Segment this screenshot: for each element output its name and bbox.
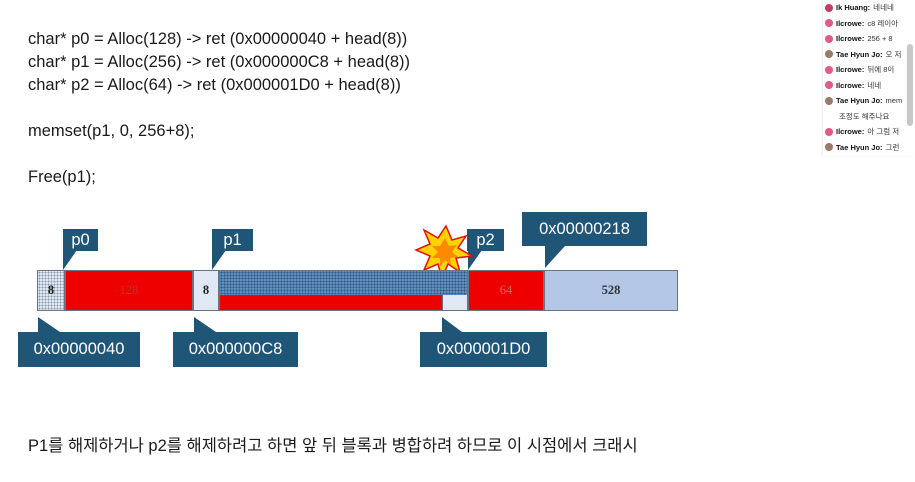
label-p2: p2: [467, 229, 504, 251]
code-line-free: Free(p1);: [28, 168, 96, 186]
pointer-addr-p0: [38, 317, 60, 332]
user-avatar-icon: [825, 127, 833, 136]
chat-text: 아 그럼 저: [867, 127, 900, 137]
chat-username: Ilcrowe:: [836, 65, 865, 75]
code-listing: char* p0 = Alloc(128) -> ret (0x00000040…: [28, 28, 410, 189]
chat-text: 조정도 해주나요: [839, 111, 890, 121]
explanation-note: P1를 해제하거나 p2를 해제하려고 하면 앞 뒤 블록과 병합하려 하므로 …: [28, 437, 638, 455]
chat-text: 오 저: [885, 49, 902, 59]
chat-message: Ilcrowe:c8 레이아: [823, 16, 915, 32]
block-body-p2: 64: [468, 270, 544, 311]
code-line-alloc-p1: char* p1 = Alloc(256) -> ret (0x000000C8…: [28, 53, 411, 71]
pointer-p2: [468, 250, 482, 270]
chat-text: c8 레이아: [867, 18, 899, 28]
chat-username: Ilcrowe:: [836, 18, 865, 28]
pointer-top-addr: [545, 246, 565, 268]
chat-message: Ilcrowe:네네: [823, 78, 915, 94]
label-p1: p1: [212, 229, 253, 251]
chat-username: Ik Huang:: [836, 3, 871, 13]
used-region: [220, 295, 442, 310]
chat-message: Tae Hyun Jo:그런: [823, 140, 915, 156]
chat-text: 256 + 8: [867, 34, 893, 44]
label-address-p1: 0x000000C8: [173, 332, 298, 367]
user-avatar-icon: [825, 34, 833, 43]
chat-message: Ilcrowe:뒤에 8이: [823, 62, 915, 78]
label-p0: p0: [63, 229, 98, 251]
code-line-alloc-p2: char* p2 = Alloc(64) -> ret (0x000001D0 …: [28, 76, 401, 94]
user-avatar-icon: [825, 3, 833, 12]
chat-message: Ilcrowe:256 + 8: [823, 31, 915, 47]
user-avatar-icon: [825, 143, 833, 152]
code-line-memset: memset(p1, 0, 256+8);: [28, 122, 195, 140]
chat-message: Ik Huang:네네네: [823, 0, 915, 16]
chat-username: Tae Hyun Jo:: [836, 96, 883, 106]
user-avatar-icon: [825, 81, 833, 90]
block-header-p1: 8: [193, 270, 219, 311]
chat-username: Ilcrowe:: [836, 34, 865, 44]
pointer-addr-p2: [442, 317, 462, 332]
chat-message: Tae Hyun Jo:이제: [823, 155, 915, 156]
pointer-p1: [212, 250, 226, 270]
user-avatar-icon: [825, 19, 833, 28]
block-free: 528: [544, 270, 678, 311]
block-body-p0: 128: [65, 270, 193, 311]
chat-text: mem: [885, 96, 903, 106]
label-address-p0: 0x00000040: [18, 332, 140, 367]
chat-message: 조정도 해주나요: [823, 109, 915, 125]
chat-message: Tae Hyun Jo:mem: [823, 93, 915, 109]
user-avatar-icon: [825, 50, 833, 59]
chat-message: Ilcrowe:아 그럼 저: [823, 124, 915, 140]
body-p1-lower: [220, 295, 467, 310]
code-line-alloc-p0: char* p0 = Alloc(128) -> ret (0x00000040…: [28, 30, 408, 48]
overwritten-region: [220, 271, 467, 295]
pointer-addr-p1: [194, 317, 216, 332]
block-body-p1: [219, 270, 468, 311]
overflow-into-header-p2: [442, 295, 467, 310]
label-top-address: 0x00000218: [522, 212, 647, 246]
label-address-p2: 0x000001D0: [420, 332, 547, 367]
block-header-p0: 8: [37, 270, 65, 311]
chat-username: Ilcrowe:: [836, 127, 865, 137]
chat-message: Tae Hyun Jo:오 저: [823, 47, 915, 63]
chat-text: 뒤에 8이: [867, 65, 895, 75]
chat-username: Tae Hyun Jo:: [836, 49, 883, 59]
user-avatar-icon: [825, 65, 833, 74]
pointer-p0: [63, 250, 77, 270]
chat-text: 그런: [885, 142, 900, 152]
chat-username: Ilcrowe:: [836, 80, 865, 90]
user-avatar-icon: [825, 96, 833, 105]
chat-text: 네네네: [873, 3, 894, 13]
chat-scrollbar[interactable]: [907, 44, 913, 126]
chat-username: Tae Hyun Jo:: [836, 142, 883, 152]
chat-text: 네네: [867, 80, 882, 90]
